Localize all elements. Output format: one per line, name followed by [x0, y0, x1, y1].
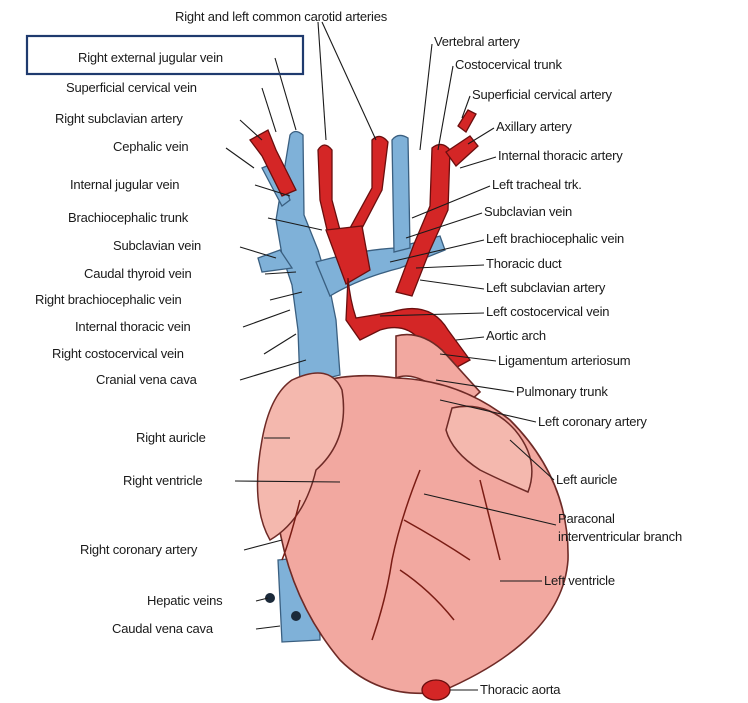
label-thoracic-aorta: Thoracic aorta	[480, 682, 561, 697]
label-right-costocervical-vein: Right costocervical vein	[52, 346, 184, 361]
thoracic-aorta-shape	[422, 680, 450, 700]
label-left-brachiocephalic-vein: Left brachiocephalic vein	[486, 231, 624, 246]
label-hepatic-veins: Hepatic veins	[147, 593, 223, 608]
label-pulmonary-trunk: Pulmonary trunk	[516, 384, 608, 399]
illustration	[250, 110, 568, 700]
label-left-tracheal-trk: Left tracheal trk.	[492, 177, 582, 192]
label-internal-thoracic-vein: Internal thoracic vein	[75, 319, 191, 334]
left-jugular-shape	[392, 135, 410, 252]
label-right-brachiocephalic-vein: Right brachiocephalic vein	[35, 292, 182, 307]
label-cephalic-vein: Cephalic vein	[113, 139, 188, 154]
superficial-cervical-artery-shape	[458, 110, 476, 132]
label-superficial-cervical-artery: Superficial cervical artery	[472, 87, 613, 102]
label-vertebral-artery: Vertebral artery	[434, 34, 520, 49]
label-left-ventricle: Left ventricle	[544, 573, 615, 588]
label-aortic-arch: Aortic arch	[486, 328, 546, 343]
label-superficial-cervical-vein: Superficial cervical vein	[66, 80, 197, 95]
label-caudal-thyroid-vein: Caudal thyroid vein	[84, 266, 192, 281]
label-caudal-vena-cava: Caudal vena cava	[112, 621, 214, 636]
label-right-subclavian-artery: Right subclavian artery	[55, 111, 183, 126]
label-cranial-vena-cava: Cranial vena cava	[96, 372, 198, 387]
right-carotid-shape	[318, 145, 340, 234]
label-subclavian-vein-right: Subclavian vein	[113, 238, 201, 253]
label-axillary-artery: Axillary artery	[496, 119, 572, 134]
label-left-auricle: Left auricle	[556, 472, 617, 487]
label-paraconal: Paraconal	[558, 511, 615, 526]
label-subclavian-vein-left: Subclavian vein	[484, 204, 572, 219]
hepatic-vein-opening	[291, 611, 301, 621]
label-left-subclavian-artery: Left subclavian artery	[486, 280, 606, 295]
label-interventricular-branch: interventricular branch	[558, 529, 682, 544]
label-left-costocervical-vein: Left costocervical vein	[486, 304, 609, 319]
label-internal-thoracic-artery: Internal thoracic artery	[498, 148, 623, 163]
label-right-external-jugular-vein: Right external jugular vein	[78, 50, 223, 65]
label-right-coronary-artery: Right coronary artery	[80, 542, 198, 557]
label-ligamentum-arteriosum: Ligamentum arteriosum	[498, 353, 630, 368]
label-costocervical-trunk: Costocervical trunk	[455, 57, 562, 72]
label-internal-jugular-vein: Internal jugular vein	[70, 177, 179, 192]
left-carotid-shape	[350, 136, 388, 232]
label-left-coronary-artery: Left coronary artery	[538, 414, 647, 429]
label-thoracic-duct: Thoracic duct	[486, 256, 562, 271]
label-right-auricle: Right auricle	[136, 430, 206, 445]
label-brachiocephalic-trunk: Brachiocephalic trunk	[68, 210, 189, 225]
label-right-ventricle: Right ventricle	[123, 473, 202, 488]
label-carotid: Right and left common carotid arteries	[175, 9, 388, 24]
